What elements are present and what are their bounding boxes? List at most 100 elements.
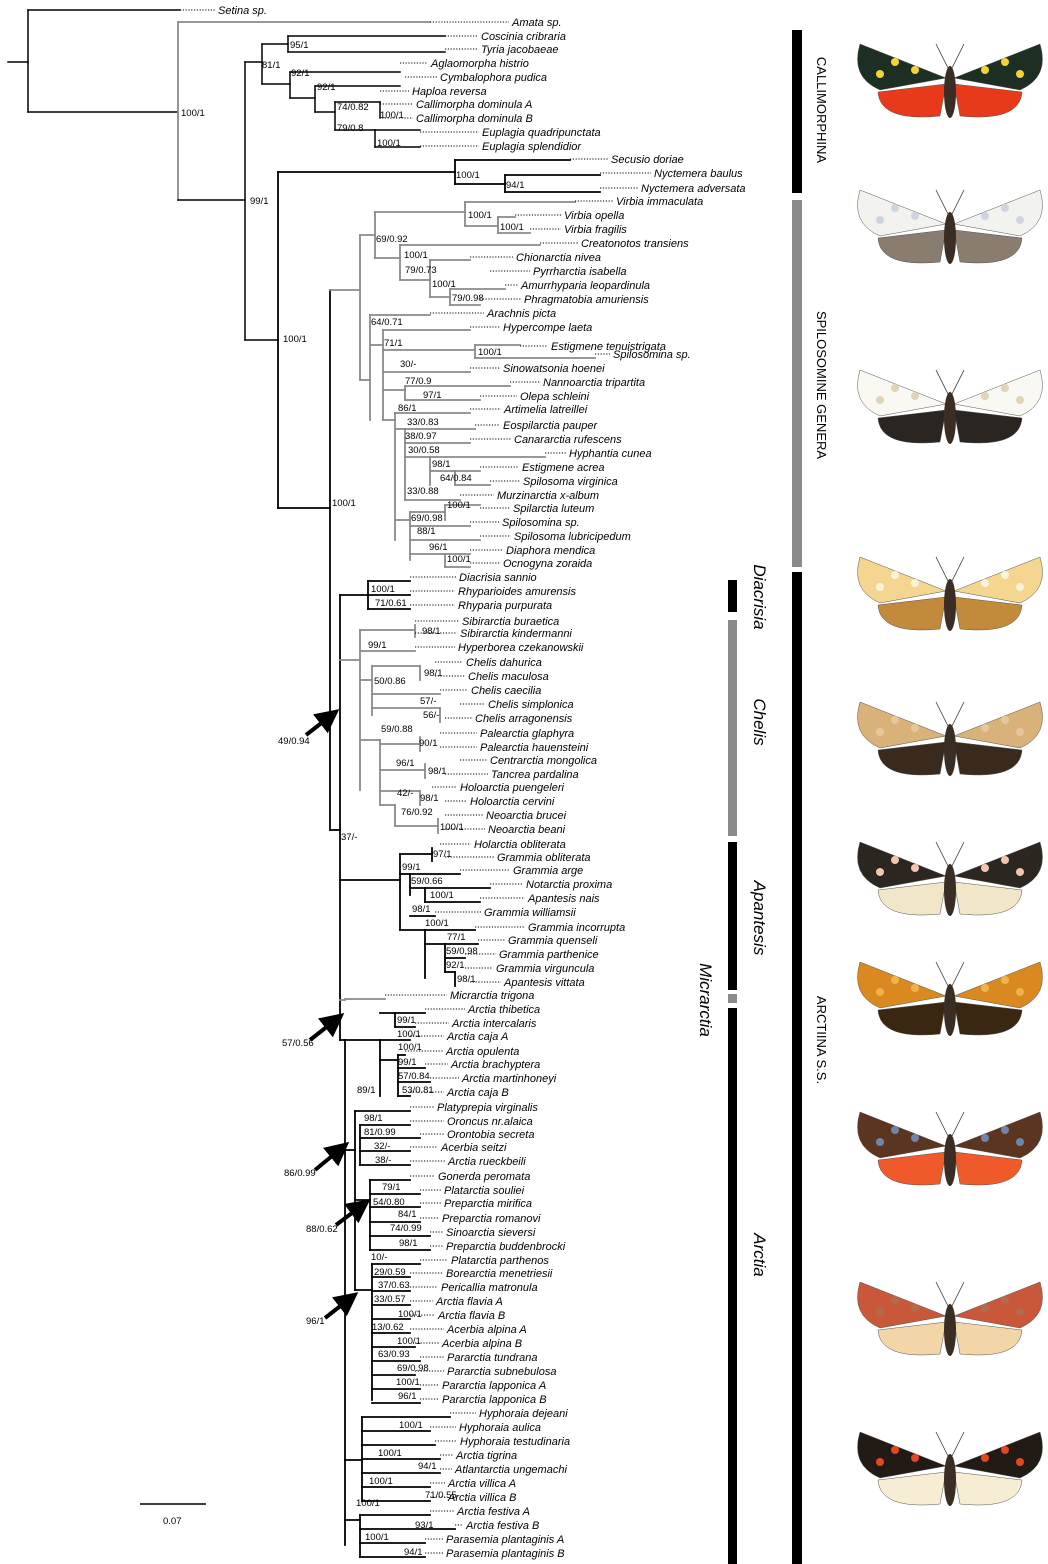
taxon-label: Arctia intercalaris (451, 1018, 537, 1030)
support-value: 79/0.98 (452, 293, 484, 304)
support-value: 100/1 (398, 1042, 422, 1053)
arrow-support-label: 86/0.99 (284, 1168, 316, 1179)
support-value: 100/1 (456, 170, 480, 181)
taxon-label: Grammia virguncula (496, 963, 594, 975)
taxon-label: Hyphoraia dejeani (479, 1408, 568, 1420)
taxon-label: Hyphoraia aulica (459, 1422, 541, 1434)
support-value: 96/1 (396, 758, 415, 769)
spilosoma-moth-photo (858, 370, 1043, 444)
support-value: 56/- (423, 710, 439, 721)
taxon-label: Gonerda peromata (438, 1171, 530, 1183)
taxon-label: Arctia caja A (446, 1031, 508, 1043)
support-value: 79/0.73 (405, 265, 437, 276)
support-value: 33/0.57 (374, 1294, 406, 1305)
support-value: 100/1 (397, 1336, 421, 1347)
support-value: 13/0.62 (372, 1322, 404, 1333)
support-value: 71/0.55 (425, 1490, 457, 1501)
micrarctia-label: Micrarctia (696, 963, 715, 1037)
taxon-label: Arctia rueckbeili (447, 1156, 526, 1168)
taxon-label: Rhyparioides amurensis (458, 586, 576, 598)
taxon-label: Micrarctia trigona (450, 990, 534, 1002)
taxon-label: Borearctia menetriesii (446, 1268, 553, 1280)
support-value: 100/1 (396, 1377, 420, 1388)
support-value: 92/1 (446, 960, 465, 971)
taxon-label: Pararctia subnebulosa (447, 1366, 556, 1378)
apantesis-moth-photo (858, 842, 1043, 916)
support-value: 98/1 (399, 1238, 418, 1249)
taxon-label: Spilosomina sp. (502, 517, 580, 529)
taxon-label: Arctia festiva B (465, 1520, 539, 1532)
support-value: 79/1 (382, 1182, 401, 1193)
arrow-support-label: 88/0.62 (306, 1224, 338, 1235)
taxon-label: Chelis dahurica (466, 657, 542, 669)
support-value: 100/1 (447, 554, 471, 565)
taxon-label: Acerbia alpina A (446, 1324, 527, 1336)
taxon-label: Grammia arge (513, 865, 583, 877)
support-value: 59/0.88 (381, 724, 413, 735)
support-value: 30/- (400, 359, 416, 370)
support-value: 100/1 (500, 222, 524, 233)
support-value: 74/0.99 (390, 1223, 422, 1234)
support-arrow (306, 714, 333, 735)
apantesis-bar (728, 842, 737, 990)
support-value: 98/1 (432, 459, 451, 470)
support-value: 33/0.88 (407, 486, 439, 497)
support-value: 64/0.84 (440, 473, 472, 484)
nyctemera-moth-photo (858, 190, 1043, 264)
support-value: 100/1 (397, 1029, 421, 1040)
taxon-label: Callimorpha dominula A (416, 99, 532, 111)
support-value: 99/1 (250, 196, 269, 207)
taxon-label: Arctia villica B (447, 1492, 516, 1504)
taxon-label: Spilosoma virginica (523, 476, 618, 488)
taxon-label: Artimelia latreillei (503, 404, 588, 416)
taxon-label: Spilarctia luteum (513, 503, 594, 515)
support-value: 100/1 (399, 1420, 423, 1431)
taxon-label: Coscinia cribraria (481, 31, 566, 43)
support-value: 76/0.92 (401, 807, 433, 818)
support-value: 59/0.98 (446, 946, 478, 957)
support-value: 100/1 (404, 250, 428, 261)
taxon-label: Hyphantia cunea (569, 448, 652, 460)
support-value: 100/1 (371, 584, 395, 595)
support-value: 94/1 (506, 180, 525, 191)
support-value: 38/0.97 (405, 431, 437, 442)
support-value: 100/1 (369, 1476, 393, 1487)
taxon-label: Olepa schleini (520, 391, 590, 403)
taxon-label: Murzinarctia x-album (497, 490, 599, 502)
diacrisia-bar (728, 580, 737, 612)
support-value: 57/- (420, 696, 436, 707)
support-value: 100/1 (181, 108, 205, 119)
callimorpha-moth-photo (858, 44, 1043, 118)
support-value: 98/1 (424, 668, 443, 679)
support-value: 96/1 (429, 542, 448, 553)
taxon-label: Virbia immaculata (616, 196, 703, 208)
chelis-bar (728, 620, 737, 836)
support-value: 100/1 (440, 822, 464, 833)
taxon-label: Neoarctia brucei (486, 810, 567, 822)
taxon-label: Preparctia mirifica (444, 1198, 532, 1210)
spilosomine-bar (792, 200, 802, 567)
support-value: 96/1 (398, 1391, 417, 1402)
taxon-label: Hyphoraia testudinaria (460, 1436, 570, 1448)
taxon-label: Centrarctia mongolica (490, 755, 597, 767)
taxon-label: Parasemia plantaginis B (446, 1548, 565, 1560)
support-value: 54/0.80 (373, 1197, 405, 1208)
support-value: 69/0.98 (411, 513, 443, 524)
support-value: 74/0.82 (337, 102, 369, 113)
taxon-label: Chionarctia nivea (516, 252, 601, 264)
taxon-label: Grammia williamsii (484, 907, 576, 919)
arctia-bar (728, 1008, 737, 1564)
taxon-label: Ocnogyna zoraida (503, 558, 592, 570)
taxon-label: Hypercompe laeta (503, 322, 592, 334)
taxon-label: Acerbia alpina B (441, 1338, 522, 1350)
scale-bar: 0.07 (140, 1504, 206, 1527)
support-value: 81/1 (262, 60, 281, 71)
support-value: 42/- (397, 788, 413, 799)
taxon-label: Arctia brachyptera (450, 1059, 540, 1071)
taxon-label: Nyctemera adversata (641, 183, 746, 195)
moth-photos (858, 44, 1043, 1506)
micrarctia-moth-photo (858, 962, 1043, 1036)
taxon-label: Sibirarctia kindermanni (460, 628, 572, 640)
